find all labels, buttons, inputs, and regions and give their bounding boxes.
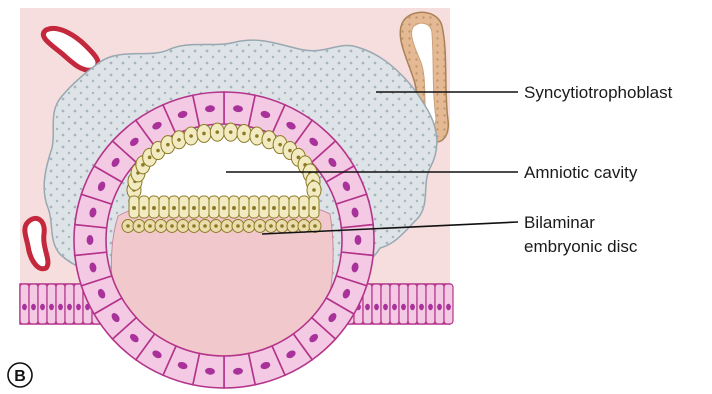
nucleus <box>137 224 141 228</box>
nucleus <box>312 188 316 192</box>
nucleus <box>67 304 72 310</box>
nucleus <box>189 134 193 138</box>
nucleus <box>302 206 306 210</box>
nucleus <box>278 143 282 147</box>
panel-letter: B <box>14 368 26 385</box>
nucleus <box>49 304 54 310</box>
nucleus <box>31 304 36 310</box>
nucleus <box>383 304 388 310</box>
nucleus <box>182 206 186 210</box>
nucleus <box>401 304 406 310</box>
nucleus <box>258 224 262 228</box>
nucleus <box>313 224 317 228</box>
nucleus <box>132 206 136 210</box>
nucleus <box>172 206 176 210</box>
nucleus <box>280 224 284 228</box>
nucleus <box>159 224 163 228</box>
nucleus <box>267 138 271 142</box>
nucleus <box>282 206 286 210</box>
nucleus <box>446 304 451 310</box>
nucleus <box>255 134 259 138</box>
nucleus <box>269 224 273 228</box>
nucleus <box>365 304 370 310</box>
nucleus <box>126 224 130 228</box>
nucleus <box>202 132 206 136</box>
nucleus <box>222 206 226 210</box>
nucleus <box>262 206 266 210</box>
nucleus <box>419 304 424 310</box>
nucleus <box>170 224 174 228</box>
nucleus <box>288 149 292 153</box>
nucleus <box>374 304 379 310</box>
nucleus <box>192 206 196 210</box>
nucleus <box>428 304 433 310</box>
nucleus <box>236 224 240 228</box>
nucleus <box>148 224 152 228</box>
label-syncytiotrophoblast: Syncytiotrophoblast <box>524 83 673 102</box>
nucleus <box>215 130 219 134</box>
nucleus <box>302 224 306 228</box>
nucleus <box>312 206 316 210</box>
nucleus <box>252 206 256 210</box>
nucleus <box>291 224 295 228</box>
nucleus <box>437 304 442 310</box>
nucleus <box>177 138 181 142</box>
nucleus <box>410 304 415 310</box>
nucleus <box>156 149 160 153</box>
nucleus <box>392 304 397 310</box>
nucleus <box>40 304 45 310</box>
nucleus <box>214 224 218 228</box>
nucleus <box>202 206 206 210</box>
nucleus <box>181 224 185 228</box>
nucleus <box>355 235 362 245</box>
nucleus <box>232 206 236 210</box>
nucleus <box>272 206 276 210</box>
nucleus <box>192 224 196 228</box>
nucleus <box>152 206 156 210</box>
nucleus <box>242 132 246 136</box>
nucleus <box>225 224 229 228</box>
nucleus <box>162 206 166 210</box>
nucleus <box>58 304 63 310</box>
nucleus <box>212 206 216 210</box>
nucleus <box>87 235 94 245</box>
nucleus <box>292 206 296 210</box>
nucleus <box>166 143 170 147</box>
nucleus <box>76 304 81 310</box>
nucleus <box>142 206 146 210</box>
nucleus <box>229 130 233 134</box>
nucleus <box>148 156 152 160</box>
label-bilaminar-line1: Bilaminar <box>524 213 595 232</box>
nucleus <box>22 304 27 310</box>
label-bilaminar-line2: embryonic disc <box>524 237 638 256</box>
nucleus <box>242 206 246 210</box>
nucleus <box>247 224 251 228</box>
label-amniotic-cavity: Amniotic cavity <box>524 163 638 182</box>
nucleus <box>203 224 207 228</box>
